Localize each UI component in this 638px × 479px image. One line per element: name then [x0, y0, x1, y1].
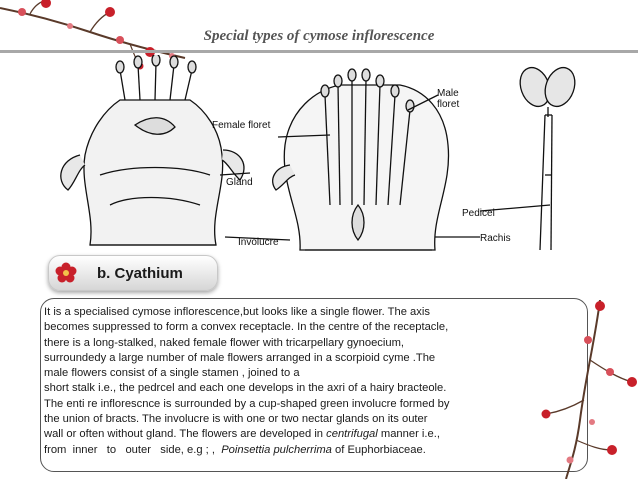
description-box — [40, 298, 588, 472]
description-text: It is a specialised cymose inflorescence… — [44, 305, 584, 458]
plum-blossom-icon — [55, 262, 77, 283]
section-header-cyathium: b. Cyathium — [48, 255, 218, 291]
description-line: surroundedy a large number of male flowe… — [44, 351, 436, 364]
description-line: wall or often without gland. The flowers… — [44, 427, 584, 442]
description-line: from inner to outer side, e.g ; , Poinse… — [44, 443, 584, 458]
description-line: short stalk i.e., the pedrcel and each o… — [44, 382, 447, 395]
description-line: It is a specialised cymose inflorescence… — [44, 306, 430, 318]
species-name: Poinsettia pulcherrima — [221, 443, 332, 456]
term-centrifugal: centrifugal — [326, 428, 378, 441]
description-line: the union of bracts. The involucre is wi… — [44, 413, 428, 426]
plum-branch-right-decoration — [541, 300, 637, 479]
label-male-floret: Male floret — [437, 88, 460, 110]
section-title: b. Cyathium — [97, 265, 183, 282]
description-fragment: of Euphorbiaceae. — [331, 443, 426, 456]
description-line: male flowers consist of a single stamen … — [44, 367, 300, 380]
description-line: there is a long-stalked, naked female fl… — [44, 336, 405, 349]
description-fragment: wall or often without gland. The flowers… — [44, 428, 327, 441]
slide-title: Special types of cymose inflorescence — [203, 28, 435, 44]
description-fragment: from inner to outer side, e.g ; , — [44, 443, 222, 456]
title-divider — [0, 50, 638, 53]
label-female-floret: Female floret — [212, 120, 271, 131]
cyathium-diagram — [60, 55, 576, 251]
label-rachis: Rachis — [480, 233, 511, 244]
description-fragment: manner i.e., — [377, 428, 440, 441]
label-pedicel: Pedicel — [462, 208, 495, 219]
label-gland: Gland — [226, 177, 253, 188]
description-line: The enti re inflorescnce is surrounded b… — [44, 397, 450, 410]
label-involucre: Involucre — [238, 237, 279, 248]
description-line: becomes suppressed to form a convex rece… — [44, 321, 449, 334]
